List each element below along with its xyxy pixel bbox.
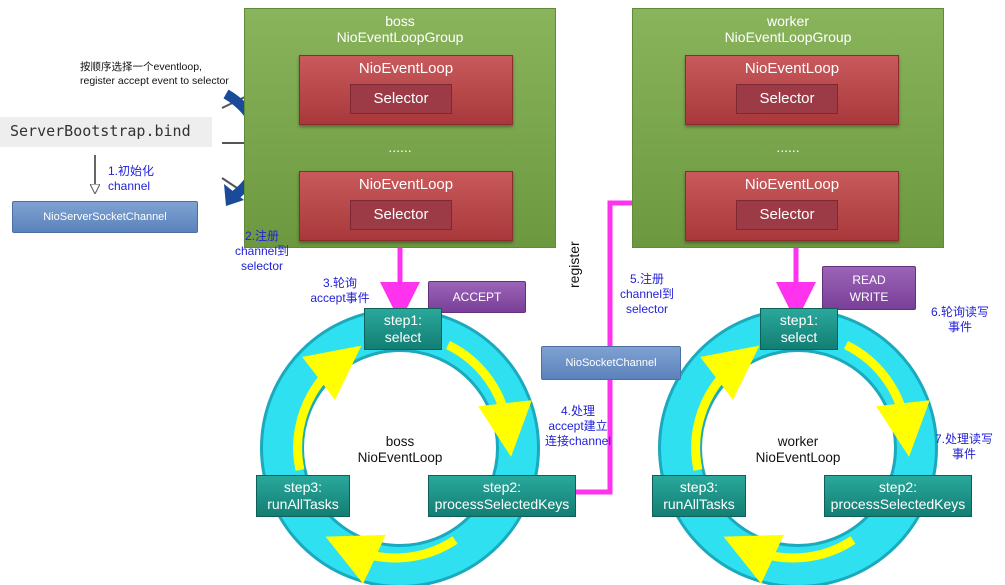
boss-selector-1: Selector	[350, 84, 452, 114]
boss-loop-center-label: boss NioEventLoop	[357, 434, 443, 465]
register-channel-label: 2.注册 channel到 selector	[234, 229, 290, 273]
register-channel-label-2: 5.注册 channel到 selector	[619, 272, 675, 316]
boss-eventloop-group: boss NioEventLoopGroup NioEventLoop Sele…	[244, 8, 556, 248]
eventloop-selection-note: 按顺序选择一个eventloop, register accept event …	[80, 61, 229, 87]
worker-loop-center-label: worker NioEventLoop	[755, 434, 841, 465]
boss-cycle-arrow-left	[293, 345, 362, 471]
worker-eventloop-2-title: NioEventLoop	[744, 176, 840, 193]
worker-cycle-arrow-right	[843, 340, 930, 457]
boss-eventloop-1-title: NioEventLoop	[358, 60, 454, 77]
nio-socket-channel: NioSocketChannel	[541, 346, 681, 380]
boss-eventloop-1: NioEventLoop Selector	[299, 55, 513, 125]
worker-eventloop-1: NioEventLoop Selector	[685, 55, 899, 125]
worker-eventloop-2: NioEventLoop Selector	[685, 171, 899, 241]
process-accept-label: 4.处理 accept建立 连接channel	[544, 404, 612, 448]
boss-step1-select: step1: select	[364, 308, 442, 350]
worker-selector-1: Selector	[736, 84, 838, 114]
boss-step2-process-keys: step2: processSelectedKeys	[428, 475, 576, 517]
worker-group-title: worker NioEventLoopGroup	[724, 13, 852, 45]
worker-step3-run-tasks: step3: runAllTasks	[652, 475, 746, 517]
accept-event-badge: ACCEPT	[428, 281, 526, 313]
boss-eventloop-2: NioEventLoop Selector	[299, 171, 513, 241]
poll-accept-label: 3.轮询 accept事件	[310, 276, 370, 305]
boss-step3-run-tasks: step3: runAllTasks	[256, 475, 350, 517]
server-bootstrap-bind: ServerBootstrap.bind	[0, 117, 212, 147]
worker-ellipsis: ......	[776, 139, 800, 155]
worker-cycle-arrow-left	[691, 345, 760, 471]
worker-step1-select: step1: select	[760, 308, 838, 350]
poll-read-write-label: 6.轮询读写 事件	[930, 305, 989, 334]
worker-eventloop-group: worker NioEventLoopGroup NioEventLoop Se…	[632, 8, 944, 248]
worker-step2-process-keys: step2: processSelectedKeys	[824, 475, 972, 517]
worker-cycle-arrow-bottom	[723, 534, 856, 584]
select-eventloop-curve-head	[224, 184, 244, 206]
boss-cycle-arrow-right	[445, 340, 532, 457]
init-channel-label: 1.初始化 channel	[108, 164, 155, 193]
boss-selector-2: Selector	[350, 200, 452, 230]
nio-server-socket-channel: NioServerSocketChannel	[12, 201, 198, 233]
worker-selector-2: Selector	[736, 200, 838, 230]
boss-group-title: boss NioEventLoopGroup	[336, 13, 464, 45]
boss-eventloop-2-title: NioEventLoop	[358, 176, 454, 193]
boss-cycle-arrow-bottom	[325, 534, 458, 584]
boss-ellipsis: ......	[388, 139, 412, 155]
read-write-event-badge: READ WRITE	[822, 266, 916, 310]
process-read-write-label: 7.处理读写 事件	[934, 432, 993, 461]
worker-eventloop-1-title: NioEventLoop	[744, 60, 840, 77]
register-vertical-label: register	[566, 241, 582, 288]
